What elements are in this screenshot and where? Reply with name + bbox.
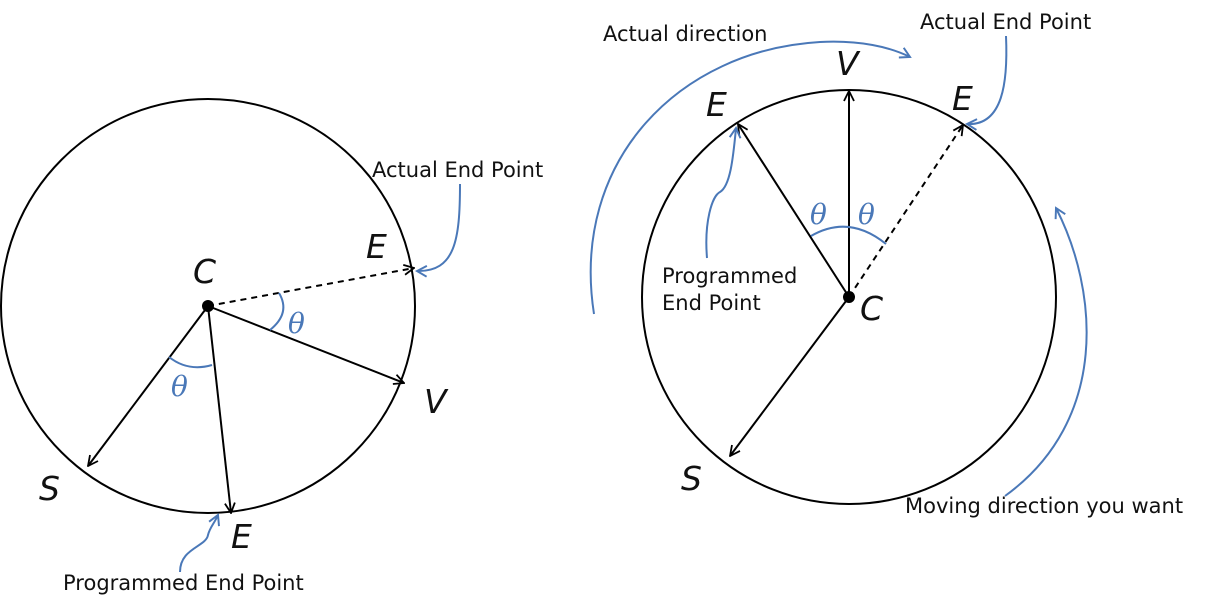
left-vector-s — [88, 305, 209, 466]
right-point-e-actual: E — [952, 79, 973, 118]
right-theta-left: θ — [810, 198, 827, 231]
left-actual-end-label: Actual End Point — [372, 158, 543, 182]
right-point-s: S — [681, 459, 702, 498]
left-point-s: S — [39, 469, 60, 508]
left-diagram: θ θ C S V E E Actual End Point Programme… — [0, 98, 543, 595]
left-theta-bottom: θ — [171, 370, 188, 403]
left-point-v: V — [424, 382, 449, 421]
left-angle-arc-top — [269, 292, 285, 331]
right-angle-arc — [810, 225, 887, 245]
left-point-e-programmed: E — [231, 517, 252, 556]
right-diagram: θ θ V E E C S Actual End Point Programme… — [589, 10, 1183, 518]
right-moving-direction-label: Moving direction you want — [905, 494, 1183, 518]
right-point-c: C — [860, 289, 883, 328]
left-programmed-end-callout — [179, 513, 220, 573]
right-actual-end-label: Actual End Point — [920, 10, 1091, 34]
right-actual-direction-label: Actual direction — [603, 22, 768, 46]
right-programmed-end-line2: End Point — [662, 291, 761, 315]
right-programmed-end-callout — [705, 126, 742, 259]
left-vector-v — [207, 305, 404, 383]
left-theta-top: θ — [288, 307, 305, 340]
right-point-e-programmed: E — [706, 85, 727, 124]
left-angle-arc-bottom — [168, 356, 213, 369]
left-vector-actual-e — [207, 268, 414, 307]
right-moving-direction-arc — [1004, 206, 1088, 497]
left-vector-programmed-e — [207, 305, 231, 513]
left-circle — [0, 98, 416, 514]
right-vector-actual-e — [848, 125, 963, 298]
right-actual-direction-arc — [589, 40, 912, 315]
right-actual-end-callout — [964, 35, 1008, 131]
left-point-e-actual: E — [366, 227, 387, 266]
left-programmed-end-label: Programmed End Point — [63, 571, 304, 595]
right-point-v: V — [836, 44, 861, 83]
left-actual-end-callout — [414, 183, 461, 278]
right-programmed-end-line1: Programmed — [662, 264, 797, 288]
right-theta-right: θ — [858, 198, 875, 231]
left-point-c: C — [193, 252, 216, 291]
right-vector-programmed-e — [738, 124, 850, 298]
right-vector-s — [730, 296, 850, 456]
